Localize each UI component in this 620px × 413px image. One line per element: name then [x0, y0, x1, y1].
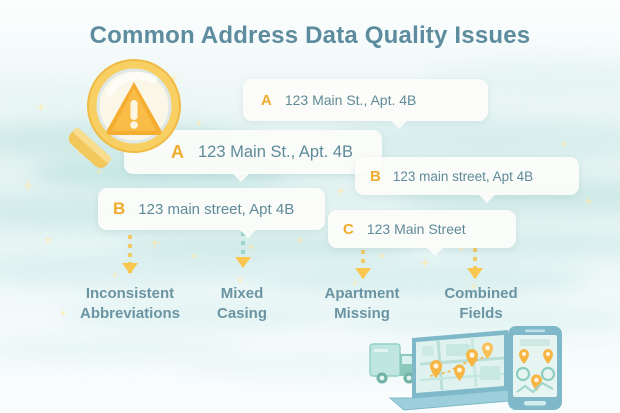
delivery-truck-icon	[369, 343, 418, 384]
issue-label-combined-fields: Combined Fields	[426, 284, 536, 324]
card-tail	[232, 173, 251, 182]
card-letter-badge: A	[261, 91, 272, 109]
card-tail	[390, 120, 408, 129]
issue-label-line1: Mixed	[220, 285, 264, 302]
address-card-c1[interactable]: C 123 Main Street	[328, 210, 516, 256]
issue-label-mixed-casing: Mixed Casing	[196, 284, 288, 324]
device-illustration	[368, 322, 568, 413]
issue-label-line2: Abbreviations	[79, 304, 181, 322]
address-card-a1[interactable]: A 123 Main St., Apt. 4B	[243, 79, 488, 129]
issue-label-line1: Inconsistent	[85, 285, 175, 302]
issue-label-line2: Fields	[459, 304, 503, 322]
card-address-text: 123 Main St., Apt. 4B	[284, 92, 417, 108]
card-address-text: 123 main street, Apt 4B	[392, 168, 534, 184]
issue-label-line2: Casing	[216, 304, 267, 322]
address-card-b2[interactable]: B 123 main street, Apt 4B	[98, 188, 325, 238]
card-address-text: 123 Main St., Apt. 4B	[198, 142, 354, 161]
issue-label-inconsistent-abbreviations: Inconsistent Abbreviations	[62, 284, 198, 324]
issue-label-apartment-missing: Apartment Missing	[303, 284, 421, 324]
card-tail	[425, 247, 444, 256]
connector-combined-fields	[467, 248, 483, 279]
magnifier-warning-icon	[58, 54, 188, 172]
card-letter-badge: B	[113, 199, 126, 218]
issue-label-line1: Combined	[444, 285, 518, 302]
card-address-text: 123 Main Street	[366, 221, 466, 237]
card-tail	[478, 194, 497, 203]
smartphone-map-icon	[508, 326, 562, 410]
map-pin-icon	[543, 349, 553, 364]
card-letter-badge: C	[343, 220, 354, 238]
connector-apartment-missing	[355, 250, 371, 279]
issue-label-line1: Apartment	[324, 285, 400, 302]
card-address-text: 123 main street, Apt 4B	[138, 200, 295, 218]
card-letter-badge: B	[370, 167, 381, 185]
page-title: Common Address Data Quality Issues	[89, 22, 531, 49]
connector-inconsistent-abbreviations	[122, 235, 138, 274]
issue-label-line2: Missing	[334, 304, 390, 322]
card-tail	[238, 229, 257, 238]
address-card-b1[interactable]: B 123 main street, Apt 4B	[355, 157, 579, 203]
map-pin-icon	[519, 349, 529, 364]
